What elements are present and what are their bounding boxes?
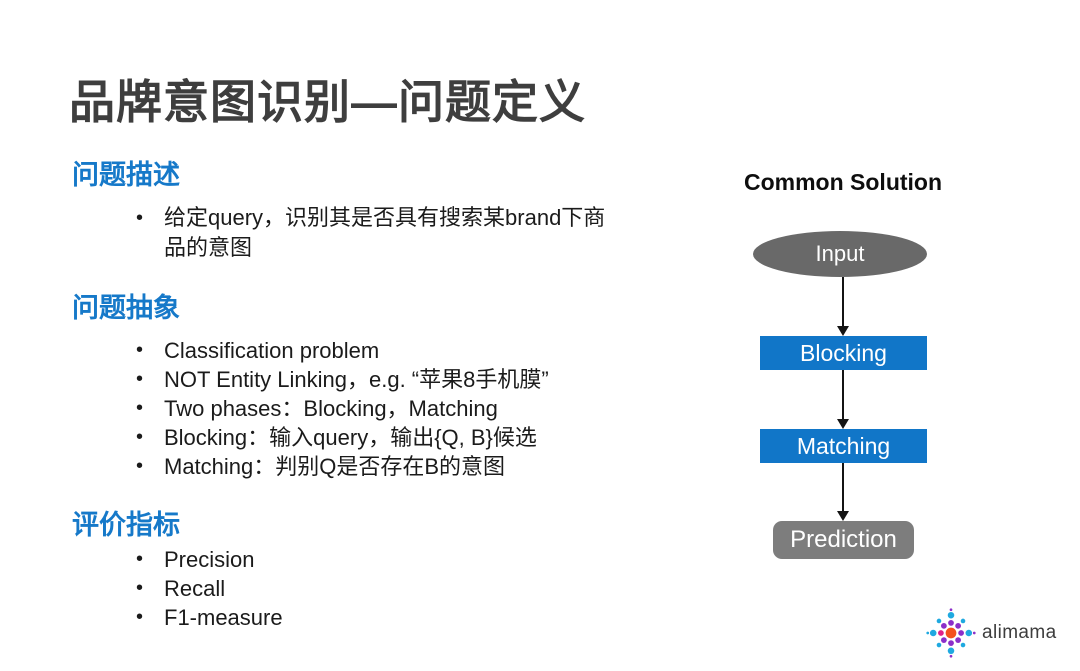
bullet-item: 给定query，识别其是否具有搜索某brand下商品的意图 — [135, 203, 607, 263]
bullet-list-problem-abstraction: Classification problem NOT Entity Linkin… — [135, 336, 655, 481]
bullet-item: Recall — [135, 574, 535, 603]
flow-node-matching: Matching — [760, 429, 927, 463]
flow-node-label: Input — [815, 241, 865, 266]
flow-node-label: Blocking — [800, 339, 887, 366]
bullet-item: Precision — [135, 545, 535, 574]
arrow-down-icon — [837, 277, 849, 336]
section-heading-evaluation-metrics: 评价指标 — [72, 510, 180, 540]
flow-node-input: Input — [753, 231, 927, 277]
flow-node-prediction: Prediction — [773, 521, 914, 559]
bullet-list-evaluation-metrics: Precision Recall F1-measure — [135, 545, 535, 632]
bullet-item: Two phases：Blocking，Matching — [135, 394, 655, 423]
arrow-down-icon — [837, 463, 849, 521]
section-heading-problem-abstraction: 问题抽象 — [72, 293, 180, 323]
flow-node-label: Prediction — [790, 526, 897, 553]
page-title: 品牌意图识别—问题定义 — [69, 76, 586, 128]
alimama-logo: alimama — [926, 608, 1057, 658]
bullet-item: NOT Entity Linking，e.g. “苹果8手机膜” — [135, 365, 655, 394]
diagram-title: Common Solution — [743, 169, 943, 195]
flow-node-label: Matching — [796, 432, 891, 459]
alimama-logo-icon — [926, 608, 976, 658]
flow-node-blocking: Blocking — [760, 336, 927, 370]
section-heading-problem-description: 问题描述 — [72, 160, 180, 190]
bullet-item: Matching：判别Q是否存在B的意图 — [135, 452, 655, 481]
bullet-item: F1-measure — [135, 603, 535, 632]
bullet-item: Blocking：输入query，输出{Q, B}候选 — [135, 423, 655, 452]
bullet-item: Classification problem — [135, 336, 655, 365]
alimama-logo-text: alimama — [982, 622, 1057, 643]
bullet-list-problem-description: 给定query，识别其是否具有搜索某brand下商品的意图 — [135, 203, 607, 263]
arrow-down-icon — [837, 370, 849, 429]
